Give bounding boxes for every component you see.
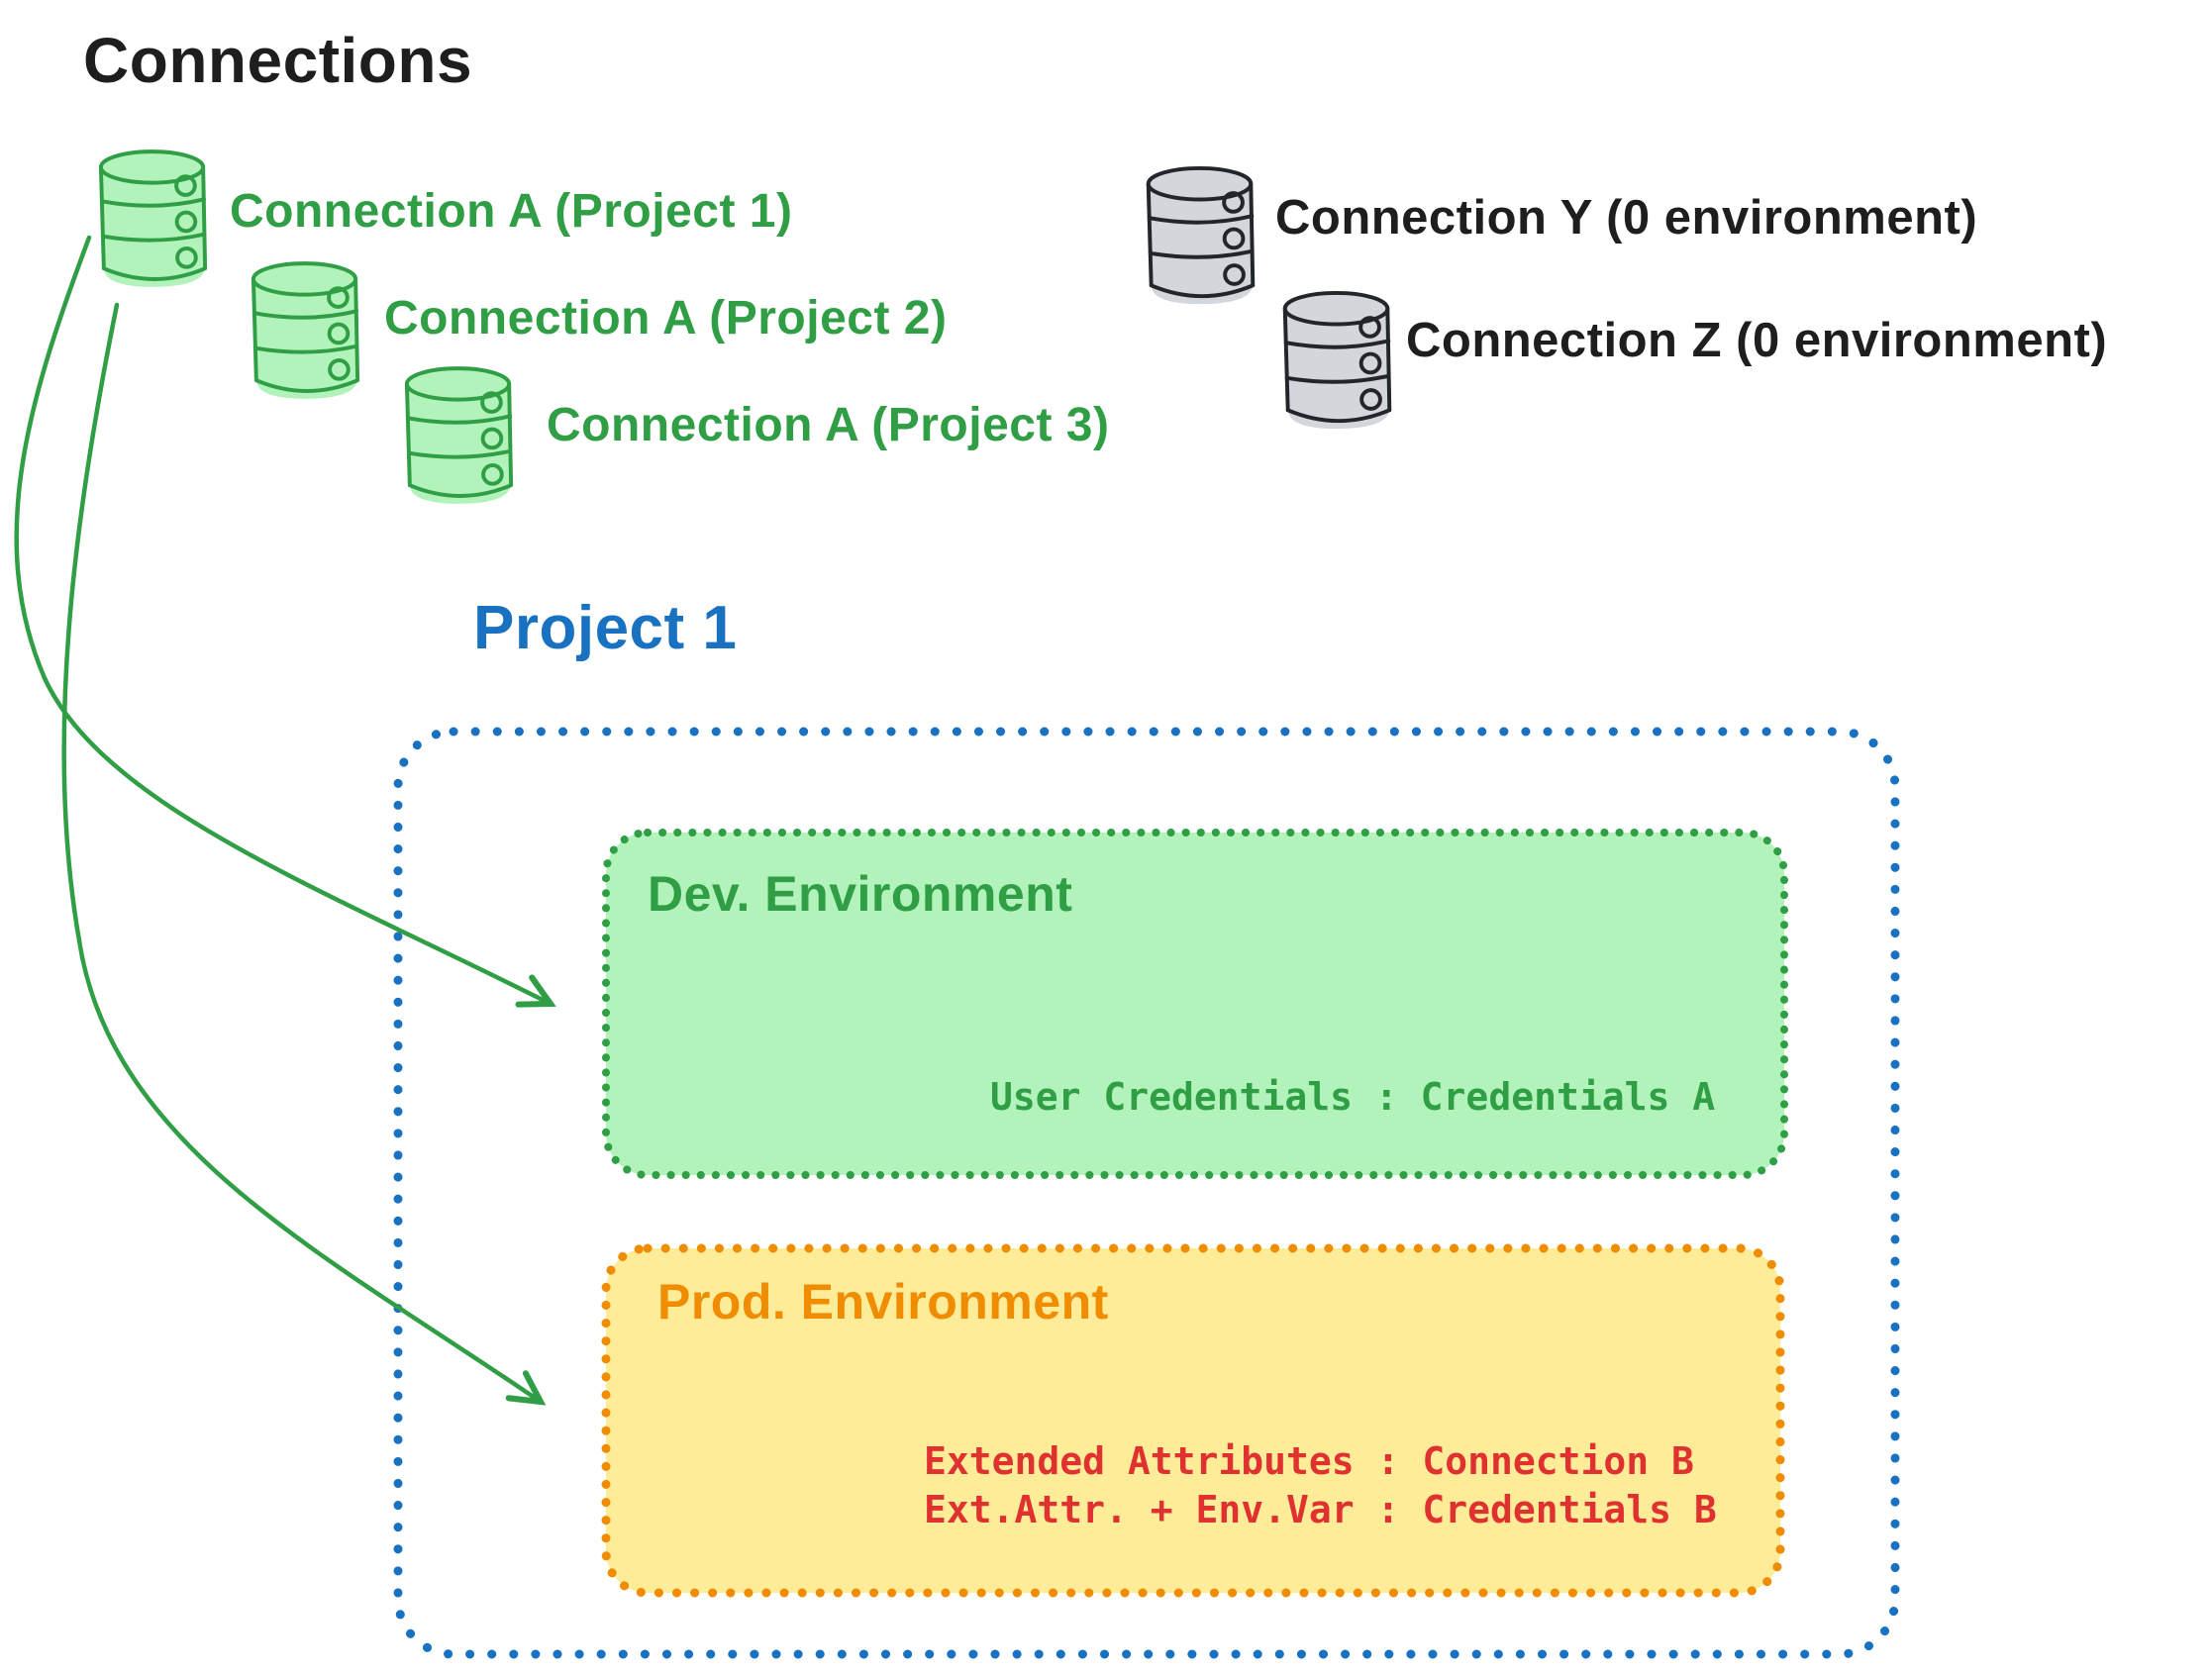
prod-environment-title: Prod. Environment [657,1274,1109,1329]
prod-environment-mappings: Extended Attributes : Connection B Ext.A… [924,1437,1717,1534]
project-1-container-box [393,727,1900,1659]
prod-environment-box [601,1243,1785,1598]
connection-a-project-3-label: Connection A (Project 3) [547,399,1110,451]
database-icon-connection-z [1284,292,1390,430]
database-icon-connection-y [1148,167,1254,305]
dev-environment-credentials-mapping: User Credentials : Credentials A [990,1075,1716,1119]
arrow-connection-a-to-dev-environment [14,235,556,1008]
database-icon-connection-a-project-3 [406,368,512,504]
database-icon-connection-a-project-1 [100,151,206,287]
connections-title: Connections [83,25,473,96]
connection-z-label: Connection Z (0 environment) [1406,314,2108,367]
prod-mapping-ext-attr-env-var: Ext.Attr. + Env.Var : Credentials B [924,1488,1717,1531]
connection-y-label: Connection Y (0 environment) [1275,191,1978,245]
connection-a-project-2-label: Connection A (Project 2) [384,292,948,345]
dev-environment-title: Dev. Environment [648,866,1073,922]
database-icon-connection-a-project-2 [252,263,358,399]
connection-a-project-1-label: Connection A (Project 1) [230,185,793,238]
dev-environment-box [602,829,1788,1179]
prod-mapping-extended-attributes: Extended Attributes : Connection B [924,1439,1694,1483]
project-1-title: Project 1 [473,594,738,662]
arrow-connection-a-to-prod-environment [61,302,547,1406]
